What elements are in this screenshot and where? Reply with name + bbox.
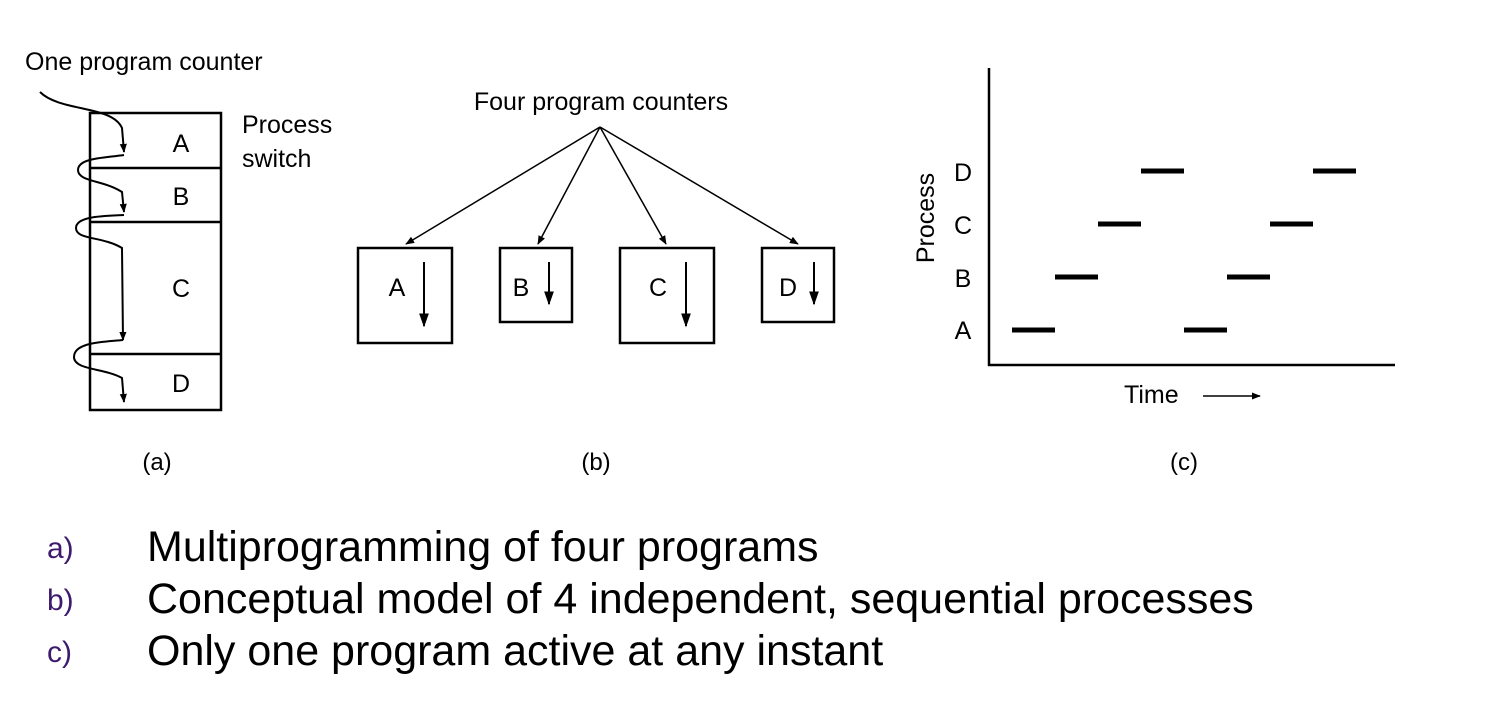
block-c-label: C bbox=[172, 275, 190, 303]
box-a-label: A bbox=[389, 274, 406, 302]
process-box-d bbox=[760, 246, 836, 324]
list-item: b) Conceptual model of 4 independent, se… bbox=[0, 570, 1491, 623]
process-tick-d: D bbox=[954, 159, 972, 187]
panel-a: One program counter Process switch A B C… bbox=[25, 48, 332, 476]
program-counter-path bbox=[39, 91, 127, 403]
counter-arrow-b bbox=[537, 126, 601, 245]
process-tick-a: A bbox=[955, 317, 972, 345]
counter-arrow-d bbox=[599, 126, 799, 245]
list-item-text: Multiprogramming of four programs bbox=[147, 523, 819, 571]
box-d-label: D bbox=[779, 274, 797, 302]
block-b-label: B bbox=[173, 183, 190, 211]
list-marker: a) bbox=[47, 532, 74, 565]
caption-b: (b) bbox=[581, 449, 610, 476]
caption-a: (a) bbox=[142, 449, 171, 476]
x-axis-label: Time bbox=[1124, 381, 1179, 409]
block-d-label: D bbox=[172, 370, 190, 398]
counter-arrow-a bbox=[405, 126, 601, 245]
list-item-text: Conceptual model of 4 independent, seque… bbox=[147, 575, 1254, 623]
counter-arrows bbox=[405, 126, 799, 245]
execution-arrows bbox=[419, 262, 819, 328]
process-tick-b: B bbox=[955, 265, 972, 293]
counter-arrow-c bbox=[599, 126, 667, 245]
box-c-label: C bbox=[649, 274, 667, 302]
box-b-label: B bbox=[513, 274, 530, 302]
caption-list: a) Multiprogramming of four programs b) … bbox=[0, 518, 1491, 675]
block-a-label: A bbox=[173, 130, 190, 158]
process-box-b bbox=[498, 246, 574, 324]
timeline-bars bbox=[1012, 168, 1356, 333]
panel-c: Process A B C D Time (c) bbox=[912, 68, 1395, 476]
process-switch-label-line2: switch bbox=[242, 145, 311, 173]
four-program-counters-label: Four program counters bbox=[474, 88, 728, 116]
y-axis-label: Process bbox=[912, 173, 940, 263]
list-marker: b) bbox=[47, 584, 74, 617]
list-item-text: Only one program active at any instant bbox=[147, 627, 884, 675]
caption-c: (c) bbox=[1170, 449, 1198, 476]
memory-stack bbox=[88, 111, 223, 412]
process-switch-label-line1: Process bbox=[242, 111, 332, 139]
one-program-counter-label: One program counter bbox=[25, 48, 263, 76]
process-tick-c: C bbox=[954, 212, 972, 240]
process-box-a bbox=[356, 246, 454, 345]
list-marker: c) bbox=[47, 636, 72, 669]
list-item: a) Multiprogramming of four programs bbox=[0, 518, 1491, 571]
process-box-c bbox=[618, 246, 716, 345]
list-item: c) Only one program active at any instan… bbox=[0, 622, 1491, 675]
panel-b: Four program counters A B C D (b) bbox=[356, 88, 836, 476]
